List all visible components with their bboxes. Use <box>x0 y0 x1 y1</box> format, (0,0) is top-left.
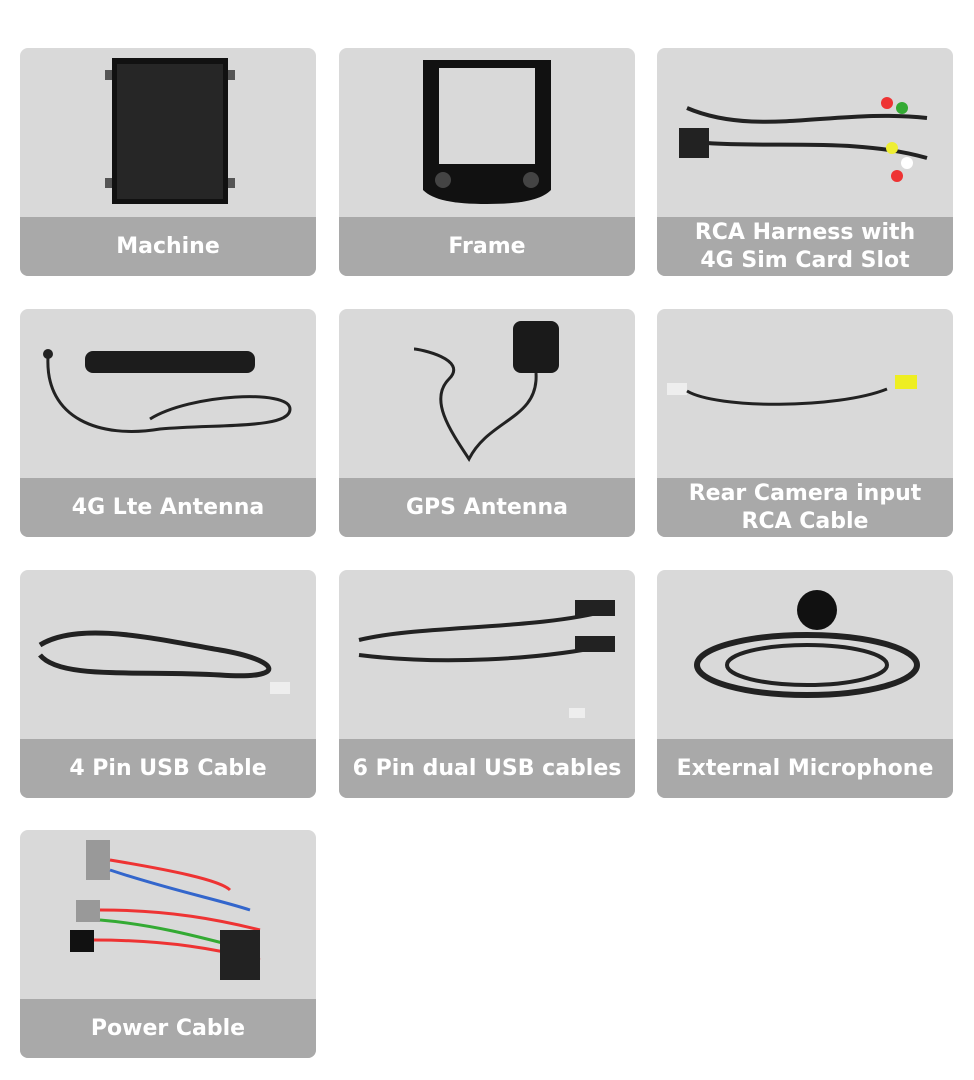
dual-usb-cable-icon <box>358 600 615 718</box>
item-external-mic: External Microphone <box>657 570 953 798</box>
gps-antenna-icon <box>413 321 559 462</box>
item-label: GPS Antenna <box>339 478 635 537</box>
item-label: Machine <box>20 217 316 276</box>
microphone-icon <box>694 590 920 698</box>
item-label: 4 Pin USB Cable <box>20 739 316 798</box>
rca-harness-icon <box>679 97 928 182</box>
item-6pin-dual-usb: 6 Pin dual USB cables <box>339 570 635 798</box>
item-machine: Machine <box>20 48 316 276</box>
item-gps-antenna: GPS Antenna <box>339 309 635 537</box>
rca-cable-icon <box>667 375 917 406</box>
item-label: 4G Lte Antenna <box>20 478 316 537</box>
item-label: RCA Harness with 4G Sim Card Slot <box>657 217 953 276</box>
item-label: Frame <box>339 217 635 276</box>
dash-frame-icon <box>423 60 551 204</box>
usb-cable-icon <box>38 630 290 694</box>
item-lte-antenna: 4G Lte Antenna <box>20 309 316 537</box>
item-label: 6 Pin dual USB cables <box>339 739 635 798</box>
item-label: External Microphone <box>657 739 953 798</box>
item-frame: Frame <box>339 48 635 276</box>
item-rca-harness: RCA Harness with 4G Sim Card Slot <box>657 48 953 276</box>
screen-unit-icon <box>105 58 235 204</box>
lte-antenna-icon <box>43 349 292 433</box>
item-4pin-usb: 4 Pin USB Cable <box>20 570 316 798</box>
item-label: Rear Camera input RCA Cable <box>657 478 953 537</box>
item-label: Power Cable <box>20 999 316 1058</box>
power-cable-icon <box>70 840 261 980</box>
item-power-cable: Power Cable <box>20 830 316 1058</box>
item-rear-camera-cable: Rear Camera input RCA Cable <box>657 309 953 537</box>
